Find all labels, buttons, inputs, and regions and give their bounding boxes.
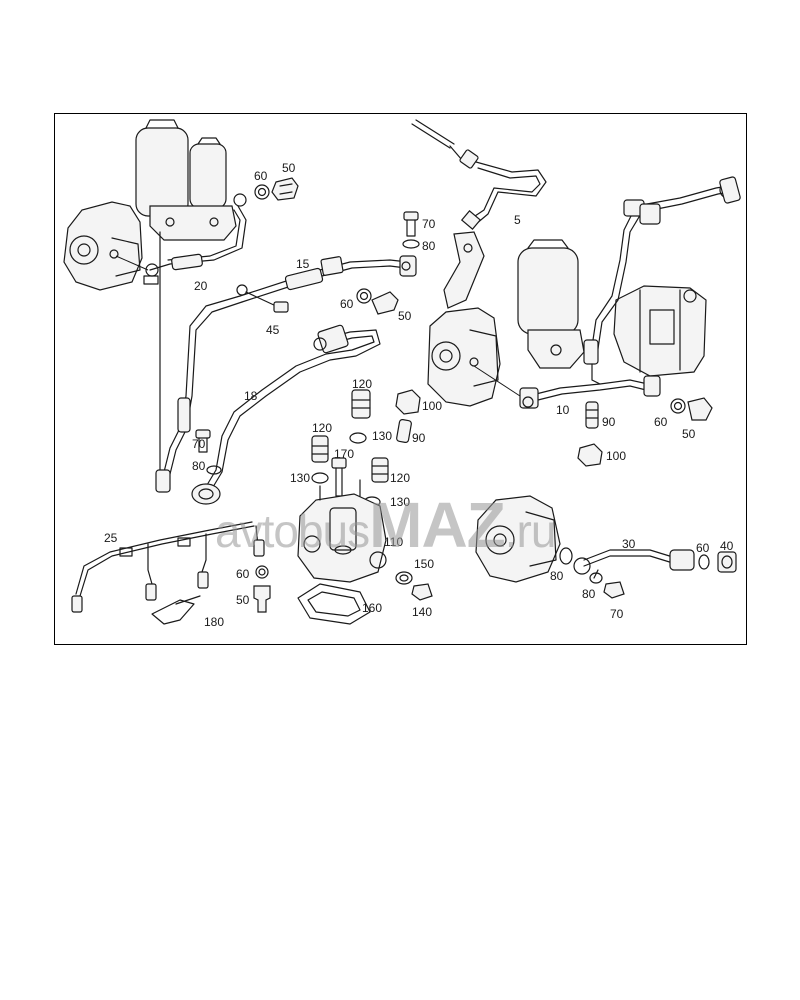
injector-nozzle bbox=[411, 119, 479, 169]
fuel-pipe-15 bbox=[155, 255, 417, 493]
watermark: avtobusMAZ.ru bbox=[215, 488, 557, 562]
gasket-160 bbox=[297, 583, 371, 625]
callout-45: 45 bbox=[266, 323, 280, 337]
callout-70-left: 70 bbox=[192, 437, 206, 451]
callout-15: 15 bbox=[296, 257, 310, 271]
fuel-filter-right bbox=[517, 239, 585, 369]
injection-pump-left bbox=[63, 201, 143, 291]
callout-80-pipe30: 80 bbox=[550, 569, 564, 583]
callout-100-center: 100 bbox=[422, 399, 442, 413]
callout-140: 140 bbox=[412, 605, 432, 619]
injection-pump-center bbox=[427, 307, 501, 407]
callout-18: 18 bbox=[244, 389, 258, 403]
injection-pump-right bbox=[613, 285, 707, 377]
callout-180: 180 bbox=[204, 615, 224, 629]
callout-70-top: 70 bbox=[422, 217, 436, 231]
cap-100-center bbox=[395, 389, 421, 415]
callout-50-right: 50 bbox=[682, 427, 696, 441]
fuel-line-20 bbox=[143, 193, 247, 285]
callout-170: 170 bbox=[334, 447, 354, 461]
banjo-bolt-50-mid bbox=[371, 291, 399, 315]
callout-110: 110 bbox=[384, 535, 403, 549]
callout-120-right: 120 bbox=[390, 471, 410, 485]
callout-80-top: 80 bbox=[422, 239, 436, 253]
callout-70-bottom: 70 bbox=[610, 607, 624, 621]
callout-120-top: 120 bbox=[352, 377, 372, 391]
washer-60-bottom bbox=[255, 565, 269, 579]
cable-tie-180 bbox=[151, 595, 201, 625]
callout-120-left: 120 bbox=[312, 421, 332, 435]
banjo-bolt-45 bbox=[236, 284, 289, 313]
fitting-120-top bbox=[351, 389, 371, 419]
callout-80-left: 80 bbox=[192, 459, 206, 473]
callout-130-right: 130 bbox=[390, 495, 410, 509]
plug-70-bottom bbox=[603, 581, 625, 599]
fuel-pipe-right-top bbox=[583, 176, 741, 385]
leader-lines bbox=[115, 255, 521, 470]
nut-40 bbox=[717, 551, 737, 573]
plug-140 bbox=[411, 583, 433, 601]
callout-60-right: 60 bbox=[654, 415, 668, 429]
bolt-50-bottom bbox=[253, 585, 271, 613]
callout-30: 30 bbox=[622, 537, 636, 551]
wiring-harness-25 bbox=[71, 521, 265, 613]
watermark-part3: .ru bbox=[504, 505, 557, 557]
callout-60-mid: 60 bbox=[340, 297, 354, 311]
bracket-arm bbox=[443, 231, 485, 309]
callout-160: 160 bbox=[362, 601, 382, 615]
watermark-part2: MAZ bbox=[369, 489, 506, 561]
bolt-70-top bbox=[403, 211, 419, 237]
injection-pump-bottom-right bbox=[475, 495, 561, 583]
callout-50-mid: 50 bbox=[398, 309, 412, 323]
washer-60-right bbox=[670, 398, 686, 414]
valve-90-center bbox=[396, 419, 412, 443]
callout-90-center: 90 bbox=[412, 431, 426, 445]
callout-20: 20 bbox=[194, 279, 208, 293]
washer-80-left bbox=[206, 465, 222, 475]
washer-80-top bbox=[402, 239, 420, 249]
fuel-pipe-10 bbox=[519, 375, 661, 409]
callout-100-right: 100 bbox=[606, 449, 626, 463]
callout-80-bottom: 80 bbox=[582, 587, 596, 601]
fitting-120-right bbox=[371, 457, 389, 483]
callout-150: 150 bbox=[414, 557, 434, 571]
washer-150 bbox=[395, 571, 413, 585]
fuel-pipe-5 bbox=[460, 161, 547, 230]
washer-60-pipe-30 bbox=[698, 554, 710, 570]
callout-60-bottom: 60 bbox=[236, 567, 250, 581]
seal-130-top bbox=[349, 432, 367, 444]
banjo-bolt-50-right bbox=[687, 397, 713, 421]
callout-5: 5 bbox=[514, 213, 521, 227]
fuel-pipe-18 bbox=[191, 324, 381, 505]
washer-80-pipe-30 bbox=[559, 547, 573, 565]
callout-50-bottom: 50 bbox=[236, 593, 250, 607]
fuel-pipe-30 bbox=[573, 549, 695, 579]
bolt-70-left bbox=[195, 429, 211, 453]
callout-90-right: 90 bbox=[602, 415, 616, 429]
callout-10: 10 bbox=[556, 403, 570, 417]
callout-130-top: 130 bbox=[372, 429, 392, 443]
callout-50-top: 50 bbox=[282, 161, 296, 175]
washer-60-top bbox=[254, 184, 270, 200]
callout-130-left: 130 bbox=[290, 471, 310, 485]
callout-40: 40 bbox=[720, 539, 734, 553]
banjo-bolt-50-top bbox=[271, 177, 299, 201]
filter-head-110 bbox=[297, 479, 387, 583]
fitting-120-left bbox=[311, 435, 329, 463]
callout-25: 25 bbox=[104, 531, 118, 545]
washer-80-bottom bbox=[589, 572, 603, 584]
watermark-part1: avtobus bbox=[215, 505, 370, 557]
fuel-filter-housing bbox=[135, 119, 237, 471]
seal-130-left bbox=[311, 472, 329, 484]
callouts: 5 10 15 18 20 25 30 40 45 50 50 50 50 60… bbox=[104, 161, 734, 629]
valve-90-right bbox=[585, 401, 599, 429]
callout-60-top: 60 bbox=[254, 169, 268, 183]
cap-100-right bbox=[577, 443, 603, 467]
washer-60-mid bbox=[356, 288, 372, 304]
callout-60-pipe30: 60 bbox=[696, 541, 710, 555]
